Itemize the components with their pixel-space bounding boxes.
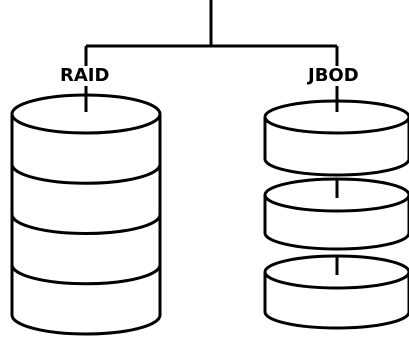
raid-label: RAID — [59, 65, 111, 86]
raid-disk-stack — [10, 93, 162, 336]
raid-disk-separator — [10, 164, 162, 185]
raid-cylinder-body — [10, 114, 162, 336]
raid-disk-separator — [10, 214, 162, 235]
connector-lines — [84, 0, 339, 112]
raid-disk-separator — [10, 264, 162, 286]
jbod-disk-stack — [263, 95, 409, 330]
jbod-label: JBOD — [307, 65, 360, 86]
